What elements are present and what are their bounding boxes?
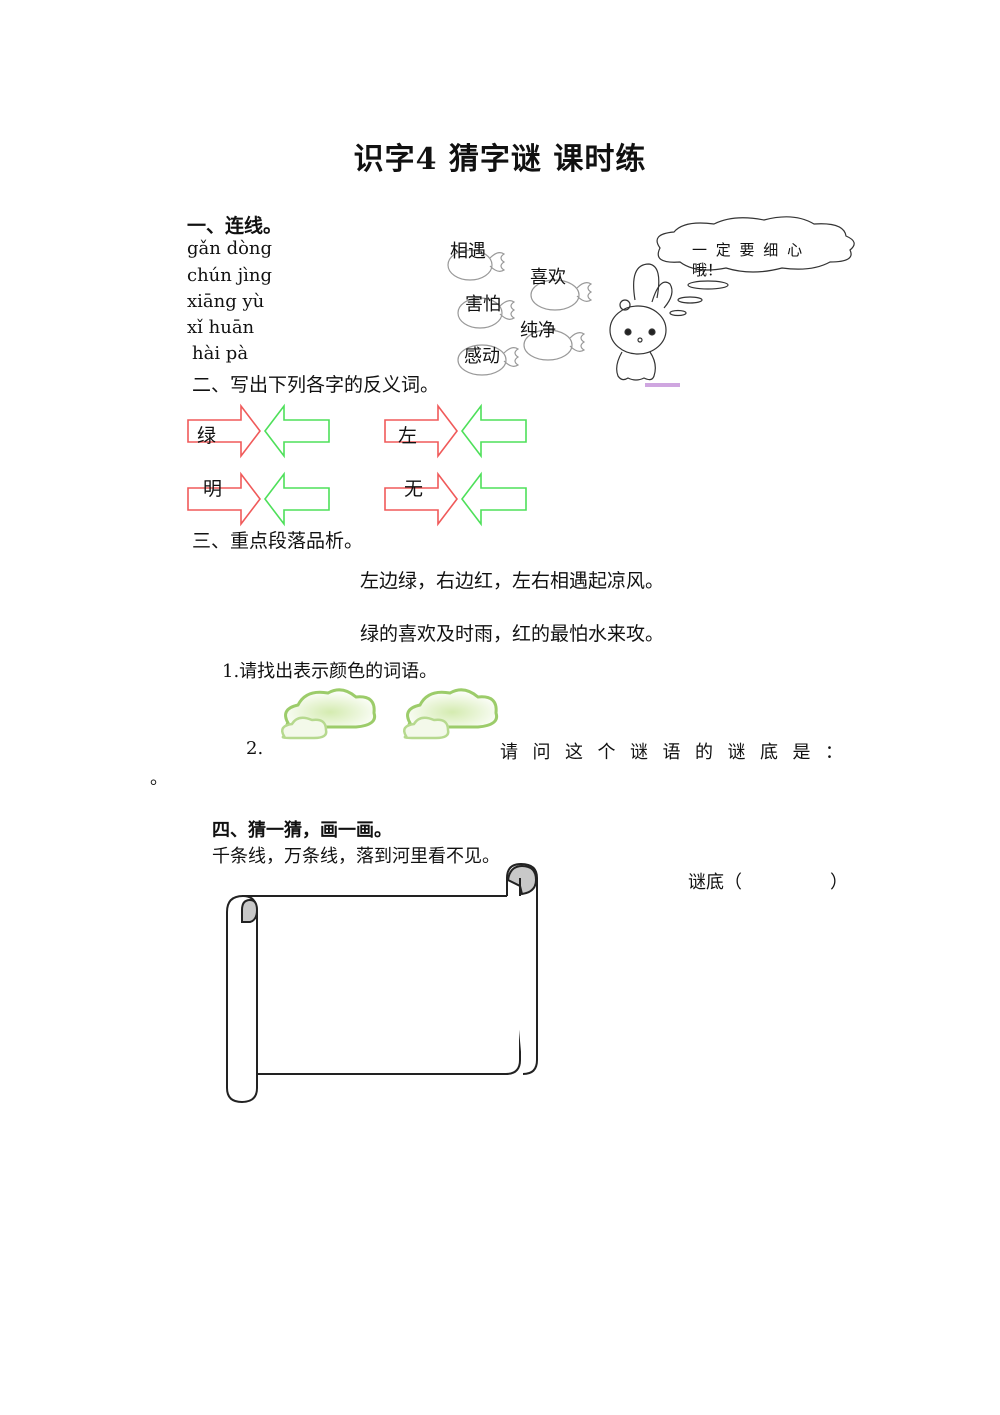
pinyin-item: xǐ huān	[187, 317, 255, 338]
antonym-word: 左	[398, 425, 418, 447]
antonym-word: 无	[404, 478, 424, 500]
question-2-tail: 。	[150, 768, 168, 789]
page-title: 识字4 猜字谜 课时练	[353, 142, 647, 177]
fish-word: 害怕	[465, 294, 501, 315]
question-2-number: 2.	[246, 738, 264, 759]
pinyin-item: hài pà	[192, 343, 249, 364]
question-2-text: 请问这个谜语的谜底是：	[500, 742, 858, 763]
speech-bubble-line1: 一 定 要 细 心	[692, 241, 805, 259]
riddle-line: 左边绿，右边红，左右相遇起凉风。	[360, 570, 665, 592]
answer-label: 谜底（	[688, 872, 742, 893]
riddle-line: 绿的喜欢及时雨，红的最怕水来攻。	[360, 623, 665, 645]
antonym-answer-field[interactable]	[465, 484, 523, 512]
pinyin-item: gǎn dòng	[187, 238, 273, 259]
fish-word: 相遇	[450, 241, 486, 262]
fish-word: 喜欢	[530, 267, 566, 288]
fish-word: 感动	[464, 346, 500, 367]
answer-close: ）	[830, 872, 848, 893]
section4-heading: 四、猜一猜，画一画。	[212, 820, 392, 841]
question-1: 1.请找出表示颜色的词语。	[222, 661, 438, 682]
drawing-area[interactable]	[260, 900, 515, 1068]
section1-heading: 一、连线。	[187, 215, 283, 237]
answer-field[interactable]	[745, 866, 825, 890]
antonym-answer-field[interactable]	[268, 484, 326, 512]
fish-word: 纯净	[520, 320, 556, 341]
antonym-answer-field[interactable]	[268, 416, 326, 444]
antonym-word: 绿	[197, 425, 217, 447]
antonym-answer-field[interactable]	[465, 416, 523, 444]
pinyin-item: chún jìng	[187, 265, 273, 286]
section2-heading: 二、写出下列各字的反义词。	[192, 374, 440, 396]
speech-bubble-line2: 哦！	[692, 261, 723, 279]
section3-heading: 三、重点段落品析。	[192, 530, 364, 552]
pinyin-item: xiāng yù	[187, 291, 265, 312]
section4-riddle: 千条线，万条线，落到河里看不见。	[212, 846, 500, 867]
antonym-word: 明	[203, 478, 223, 500]
